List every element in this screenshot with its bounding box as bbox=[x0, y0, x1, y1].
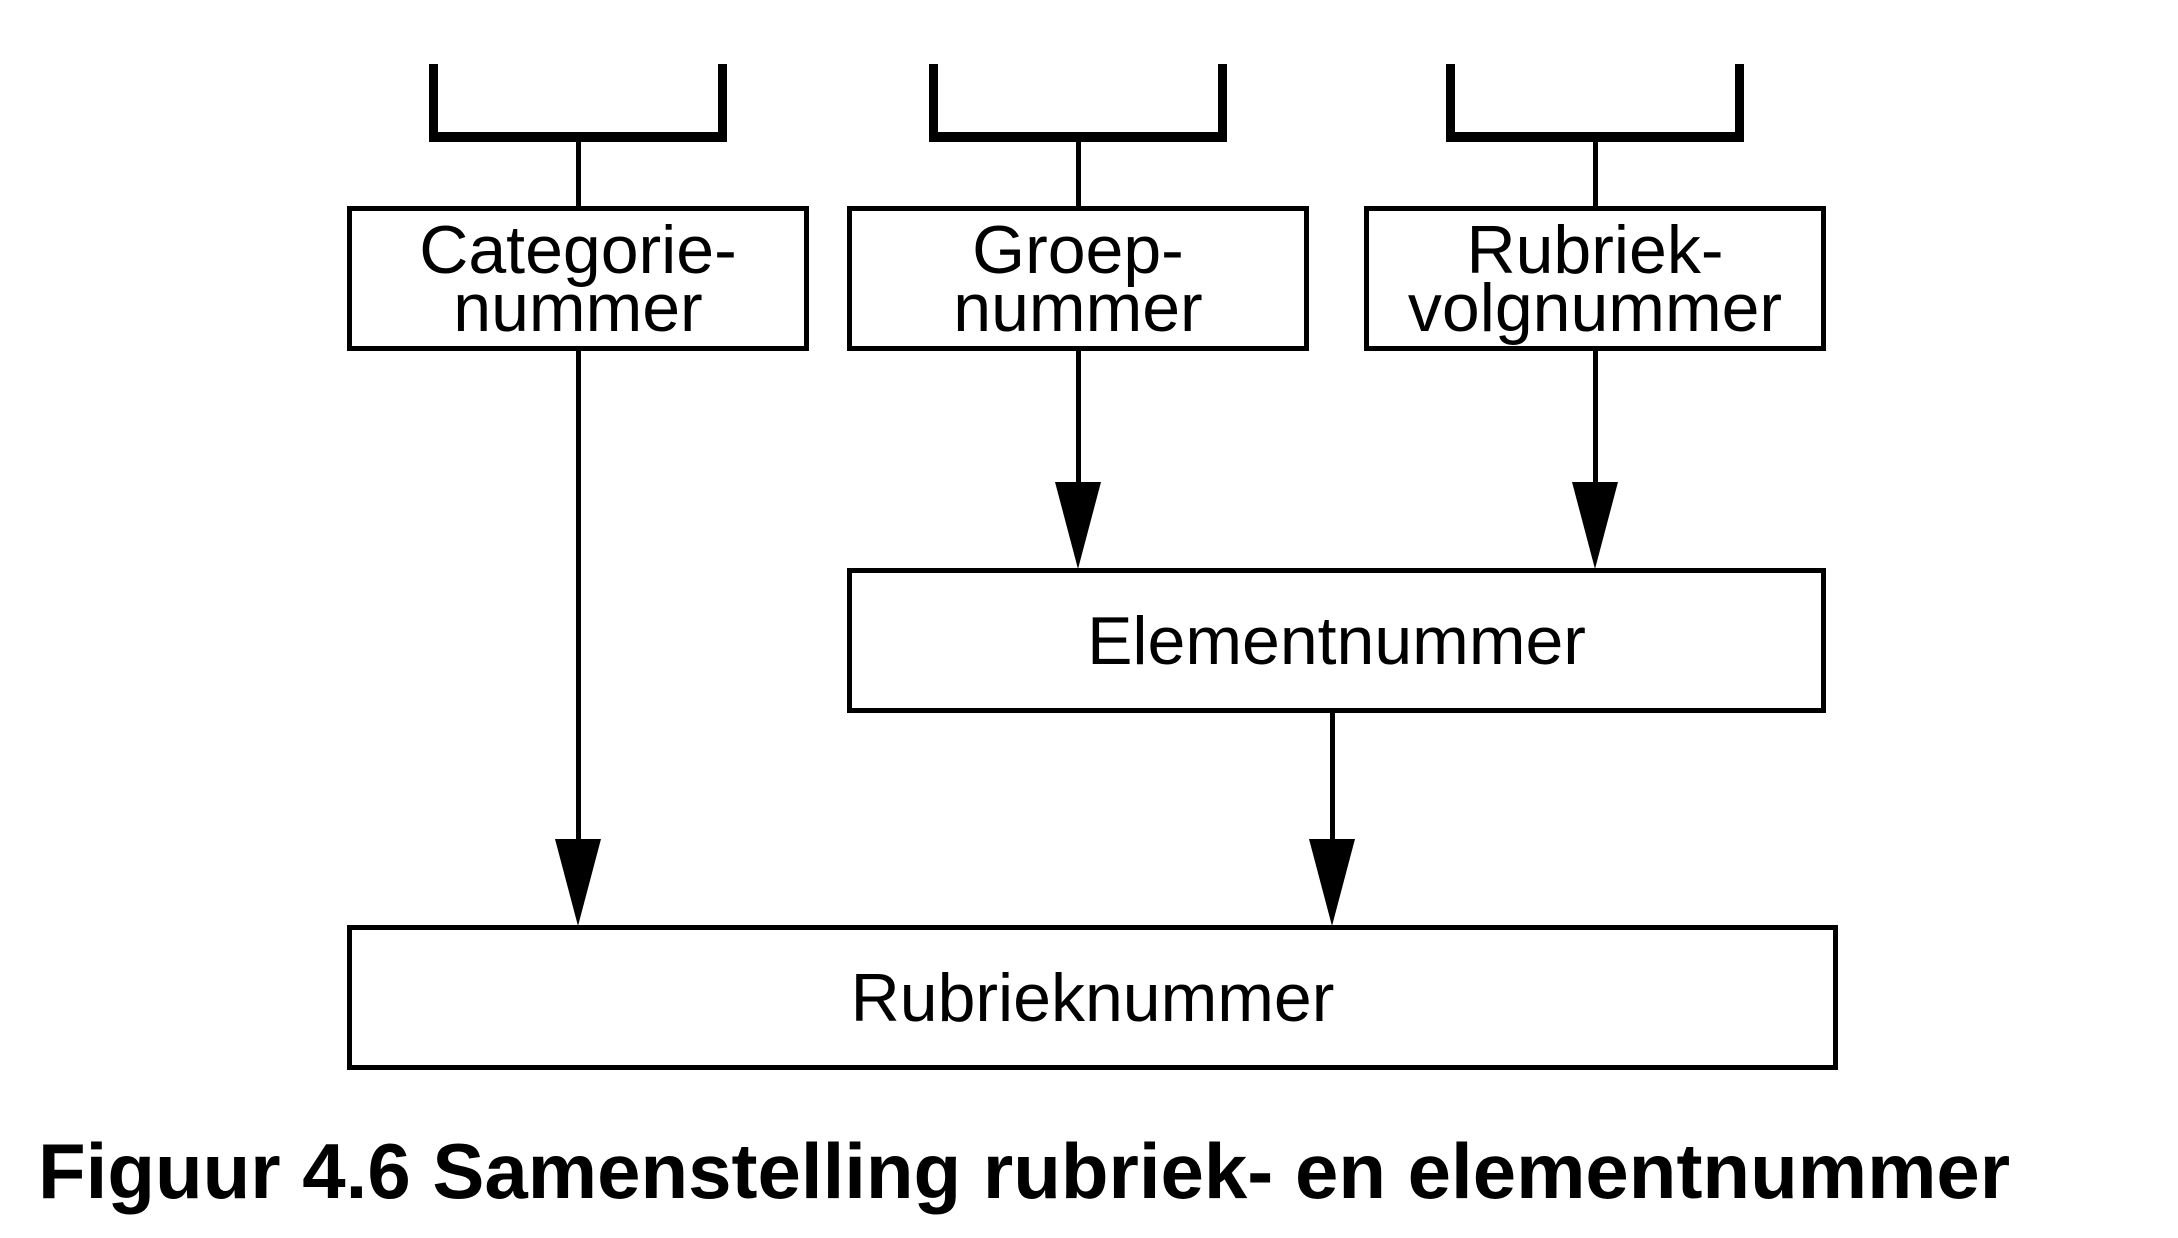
node-categorienummer: Categorie- nummer bbox=[347, 206, 809, 351]
node-rubrieknummer: Rubrieknummer bbox=[347, 925, 1838, 1070]
node-rubriekvolgnummer-label: Rubriek- volgnummer bbox=[1407, 211, 1783, 346]
node-elementnummer-label: Elementnummer bbox=[1087, 602, 1586, 679]
node-rubrieknummer-label: Rubrieknummer bbox=[850, 959, 1335, 1036]
connector-element-rubriek bbox=[1330, 713, 1335, 855]
node-rubriekvolgnummer: Rubriek- volgnummer bbox=[1364, 206, 1826, 351]
connector-categorie-rubriek bbox=[576, 351, 581, 855]
node-categorienummer-label: Categorie- nummer bbox=[419, 211, 737, 346]
arrowhead-down-icon bbox=[1572, 482, 1618, 569]
arrowhead-down-icon bbox=[1309, 839, 1355, 926]
connector-rubriekvolgnummer-element bbox=[1593, 351, 1598, 496]
connector-bracket-rubriekvolgnummer bbox=[1593, 142, 1598, 206]
arrowhead-down-icon bbox=[555, 839, 601, 926]
bracket-groep-icon bbox=[929, 64, 1227, 142]
connector-bracket-groep bbox=[1076, 142, 1081, 206]
arrowhead-down-icon bbox=[1055, 482, 1101, 569]
bracket-rubriekvolgnummer-icon bbox=[1446, 64, 1744, 142]
connector-bracket-categorie bbox=[576, 142, 581, 206]
node-elementnummer: Elementnummer bbox=[847, 568, 1826, 713]
bracket-categorie-icon bbox=[429, 64, 727, 142]
node-groepnummer: Groep- nummer bbox=[847, 206, 1309, 351]
figure-caption: Figuur 4.6 Samenstelling rubriek- en ele… bbox=[38, 1127, 2011, 1215]
connector-groep-element bbox=[1076, 351, 1081, 496]
node-groepnummer-label: Groep- nummer bbox=[953, 211, 1203, 346]
